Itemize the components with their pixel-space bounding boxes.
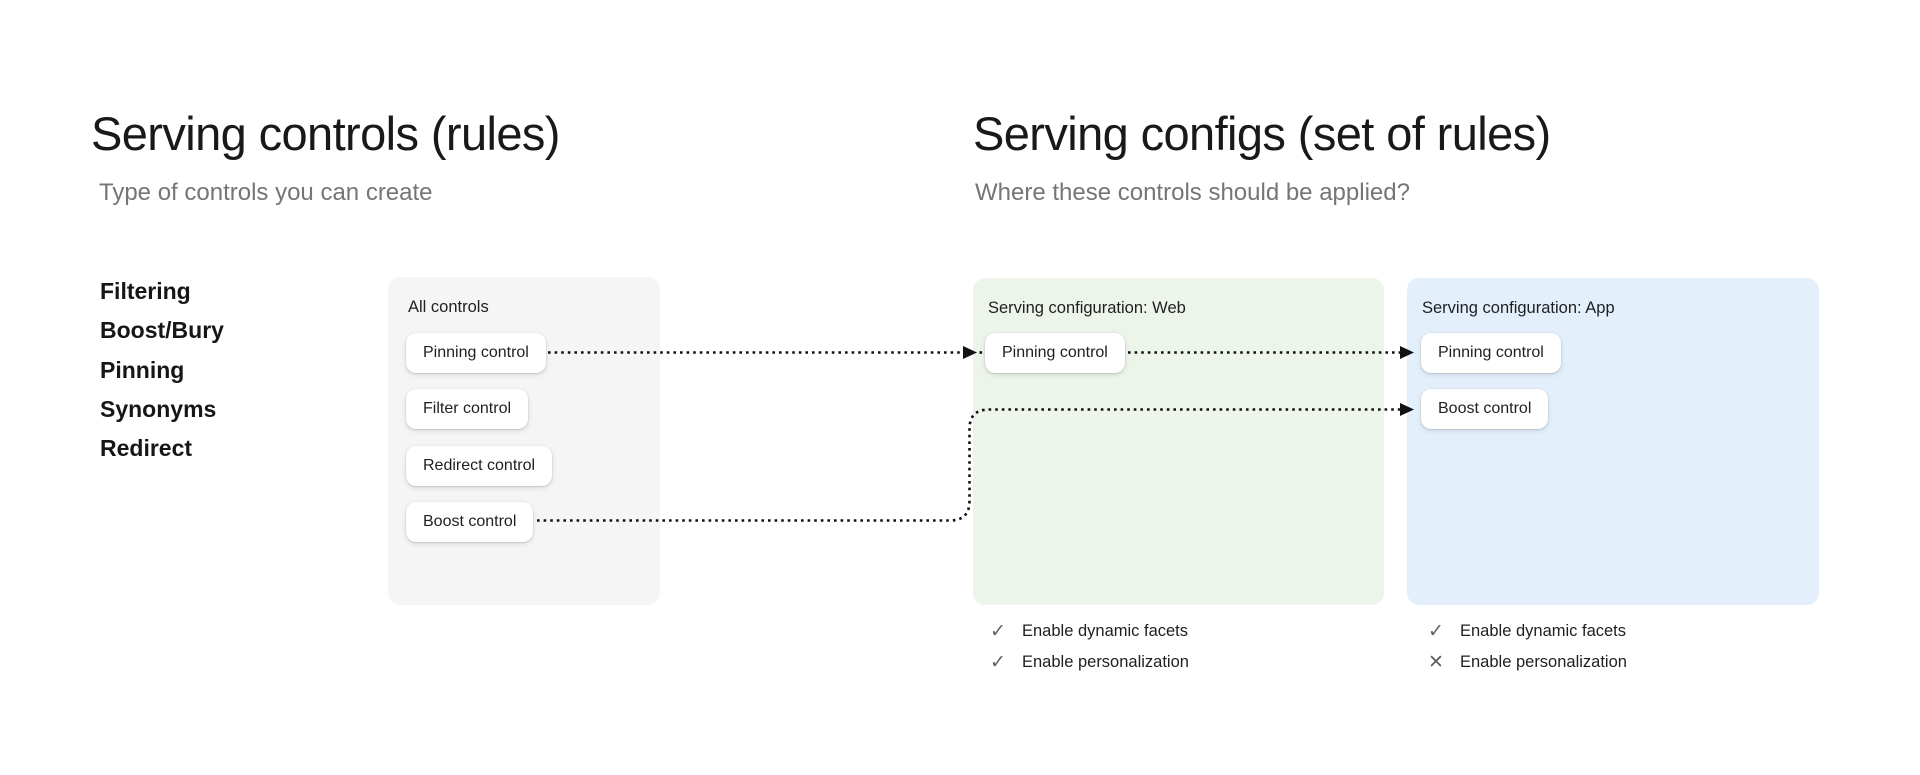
control-types-list: Filtering Boost/Bury Pinning Synonyms Re… xyxy=(100,272,224,468)
web-settings-list: ✓ Enable dynamic facets ✓ Enable persona… xyxy=(988,620,1189,673)
setting-label: Enable personalization xyxy=(1022,652,1189,671)
serving-configs-subtitle: Where these controls should be applied? xyxy=(975,179,1410,206)
setting-label: Enable dynamic facets xyxy=(1022,621,1189,640)
control-type-synonyms: Synonyms xyxy=(100,395,217,422)
x-icon: ✕ xyxy=(1428,651,1444,673)
app-pinning-control-chip: Pinning control xyxy=(1421,333,1561,373)
serving-controls-subtitle: Type of controls you can create xyxy=(99,179,433,206)
boost-control-chip: Boost control xyxy=(406,502,534,542)
check-icon: ✓ xyxy=(1428,620,1444,642)
app-boost-control-chip: Boost control xyxy=(1421,389,1549,429)
setting-label: Enable personalization xyxy=(1460,652,1627,671)
serving-config-web-card: Serving configuration: Web Pinning contr… xyxy=(973,278,1384,605)
serving-config-web-label: Serving configuration: Web xyxy=(988,299,1186,317)
all-controls-card: All controls Pinning control Filter cont… xyxy=(388,277,660,605)
check-icon: ✓ xyxy=(990,651,1006,673)
control-type-redirect: Redirect xyxy=(100,435,193,462)
check-icon: ✓ xyxy=(990,620,1006,642)
pinning-control-chip: Pinning control xyxy=(406,333,546,373)
app-personalization-row: ✕ Enable personalization xyxy=(1426,651,1627,673)
setting-label: Enable dynamic facets xyxy=(1460,621,1627,640)
web-pinning-control-chip: Pinning control xyxy=(985,333,1125,373)
all-controls-card-label: All controls xyxy=(408,298,489,316)
control-type-pinning: Pinning xyxy=(100,356,185,383)
serving-config-app-card: Serving configuration: App Pinning contr… xyxy=(1407,278,1819,605)
control-type-boost-bury: Boost/Bury xyxy=(100,317,224,344)
serving-configs-title: Serving configs (set of rules) xyxy=(973,107,1551,160)
app-dynamic-facets-row: ✓ Enable dynamic facets xyxy=(1426,620,1627,642)
redirect-control-chip: Redirect control xyxy=(406,446,553,486)
web-dynamic-facets-row: ✓ Enable dynamic facets xyxy=(988,620,1189,642)
app-settings-list: ✓ Enable dynamic facets ✕ Enable persona… xyxy=(1426,620,1627,673)
control-type-filtering: Filtering xyxy=(100,278,191,304)
filter-control-chip: Filter control xyxy=(406,389,529,429)
serving-controls-title: Serving controls (rules) xyxy=(91,107,560,160)
serving-config-app-label: Serving configuration: App xyxy=(1422,299,1615,317)
web-personalization-row: ✓ Enable personalization xyxy=(988,651,1189,673)
